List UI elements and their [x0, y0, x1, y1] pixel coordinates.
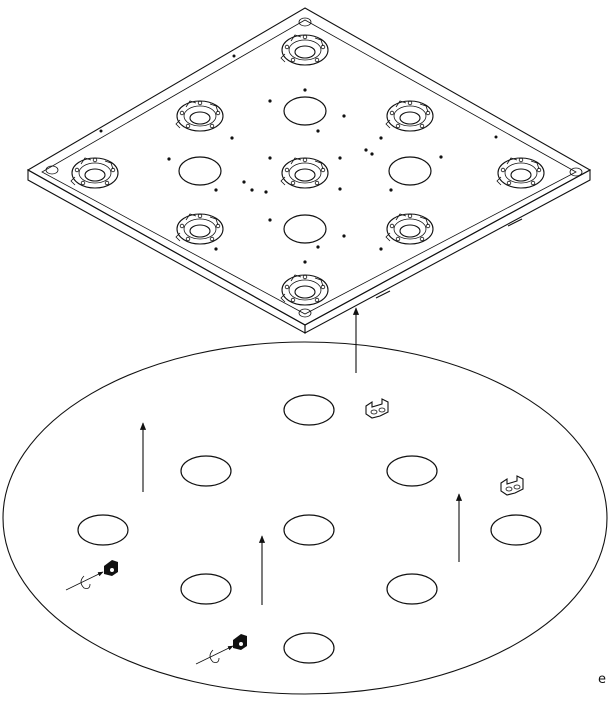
circular-plate [2, 341, 608, 695]
plate-hole [490, 514, 542, 546]
corner-boss [298, 17, 312, 27]
plate-hole [180, 455, 232, 487]
rim-slot [507, 218, 523, 227]
fastener-screw [195, 634, 247, 665]
mount-dot [268, 218, 272, 222]
mount-dot [316, 129, 320, 133]
mount-dot [364, 148, 368, 152]
plate-hole [283, 632, 335, 664]
tray-sockets [70, 34, 545, 306]
mount-dot [230, 136, 234, 140]
led-socket [175, 213, 224, 245]
rim-dot [99, 129, 103, 133]
mount-dot [303, 260, 307, 264]
mount-dot [316, 245, 320, 249]
led-socket [280, 34, 329, 66]
led-socket [280, 274, 329, 306]
bracket-clip [365, 398, 389, 419]
mount-dot [439, 155, 443, 159]
tray-hole [283, 96, 327, 126]
mount-dot [268, 99, 272, 103]
tray-hole [178, 156, 222, 186]
led-socket [175, 100, 224, 132]
tray-mount-dots [167, 88, 443, 264]
tray-panel [26, 7, 592, 334]
plate-holes [77, 394, 542, 664]
mount-dot [250, 188, 254, 192]
mount-dot [342, 114, 346, 118]
plate-hole [386, 573, 438, 605]
rim-dot [494, 135, 498, 139]
mount-dot [214, 188, 218, 192]
plate-hole [77, 514, 129, 546]
led-socket [496, 157, 545, 189]
led-socket [385, 100, 434, 132]
mount-dot [338, 187, 342, 191]
plate-hole [180, 573, 232, 605]
mount-dot [167, 157, 171, 161]
tray-hole [388, 156, 432, 186]
rim-dot [232, 54, 236, 58]
fastener-screw [65, 560, 118, 591]
corner-boss [45, 165, 59, 175]
rim-slot [375, 290, 391, 299]
bracket-clip [500, 475, 524, 496]
plate-hole [283, 514, 335, 546]
mount-dot [268, 156, 272, 160]
mount-dot [338, 156, 342, 160]
led-socket [280, 157, 329, 189]
mount-dot [264, 190, 268, 194]
tray-floor-edge [41, 19, 577, 315]
led-socket [385, 213, 434, 245]
mount-dot [242, 180, 246, 184]
tray-holes [178, 96, 432, 244]
mount-dot [342, 234, 346, 238]
corner-boss [298, 308, 312, 318]
led-socket [70, 157, 119, 189]
mount-dot [370, 152, 374, 156]
mount-dot [214, 247, 218, 251]
mount-dot [379, 136, 383, 140]
cut-off-text: e [598, 672, 606, 687]
tray-rim-right-side [304, 169, 591, 334]
plate-hole [386, 455, 438, 487]
mount-dot [389, 188, 393, 192]
corner-boss [569, 167, 583, 177]
plate-hole [283, 394, 335, 426]
tray-hole [283, 214, 327, 244]
mount-dot [303, 88, 307, 92]
assembly-arrows [139, 307, 463, 605]
tray-rim-left-side [27, 169, 306, 334]
mount-dot [379, 247, 383, 251]
